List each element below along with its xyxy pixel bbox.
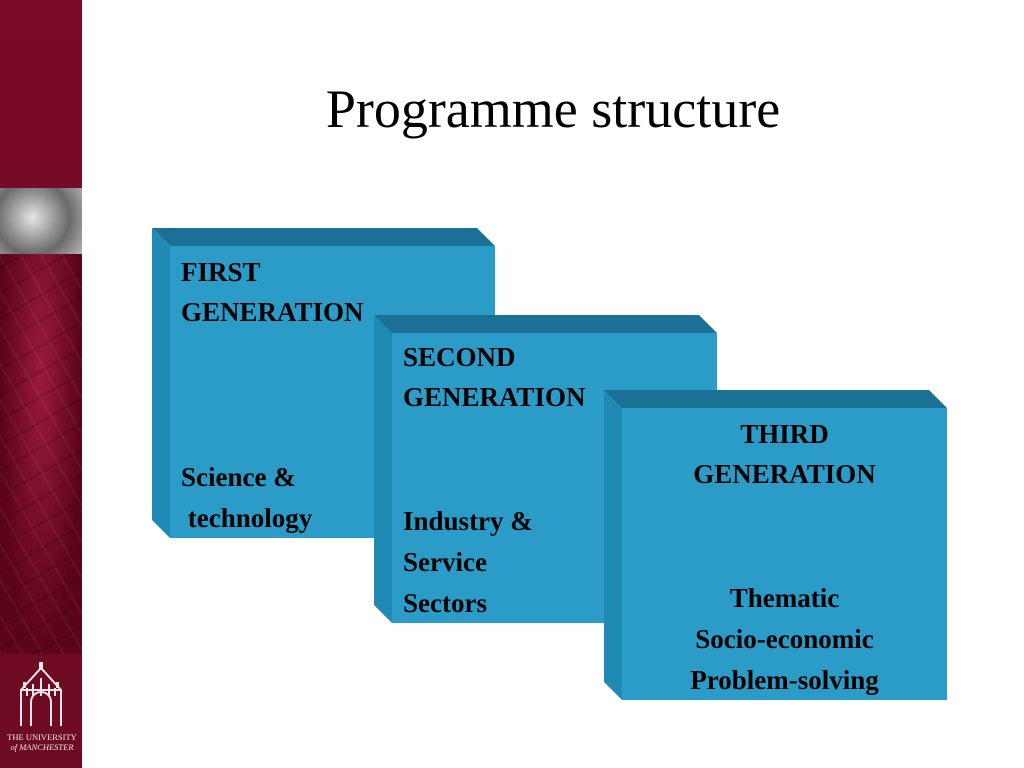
box-first-body-line2: technology <box>181 503 313 533</box>
sidebar-texture <box>0 254 82 654</box>
university-logo <box>0 656 82 768</box>
university-name-line2: of MANCHESTER <box>10 742 74 752</box>
box-second-body-line3: Sectors <box>403 588 487 618</box>
box-third-body-line3: Problem-solving <box>690 665 879 695</box>
box-third-body-line1: Thematic <box>729 583 840 613</box>
box-first-heading-line2: GENERATION <box>181 297 364 327</box>
box-first-body-line1: Science & <box>181 462 296 492</box>
slide-title: Programme structure <box>325 79 781 139</box>
box-first-body: Science & technology <box>181 457 481 539</box>
box-third-body-line2: Socio-economic <box>695 624 874 654</box>
box-second-heading-line2: GENERATION <box>403 382 586 412</box>
sidebar-decoration <box>0 0 82 768</box>
university-crest-icon <box>20 662 62 726</box>
box-second-heading: SECOND GENERATION <box>403 337 703 417</box>
box-first-heading-line1: FIRST <box>181 257 261 287</box>
box-third-body: Thematic Socio-economic Problem-solving <box>622 578 947 701</box>
box-second-body-line1: Industry & <box>403 506 533 536</box>
box-third-shape <box>604 390 947 700</box>
box-third-heading: THIRD GENERATION <box>622 414 947 494</box>
university-name-line1: THE UNIVERSITY <box>7 732 77 742</box>
box-second-body: Industry & Service Sectors <box>403 501 603 624</box>
box-second-body-line2: Service <box>403 547 487 577</box>
box-third-heading-line2: GENERATION <box>693 459 876 489</box>
university-name: THE UNIVERSITY of MANCHESTER <box>2 732 82 752</box>
box-first-heading: FIRST GENERATION <box>181 252 481 332</box>
sidebar-photo <box>0 188 82 254</box>
box-second-heading-line1: SECOND <box>403 342 516 372</box>
box-third-heading-line1: THIRD <box>740 419 829 449</box>
